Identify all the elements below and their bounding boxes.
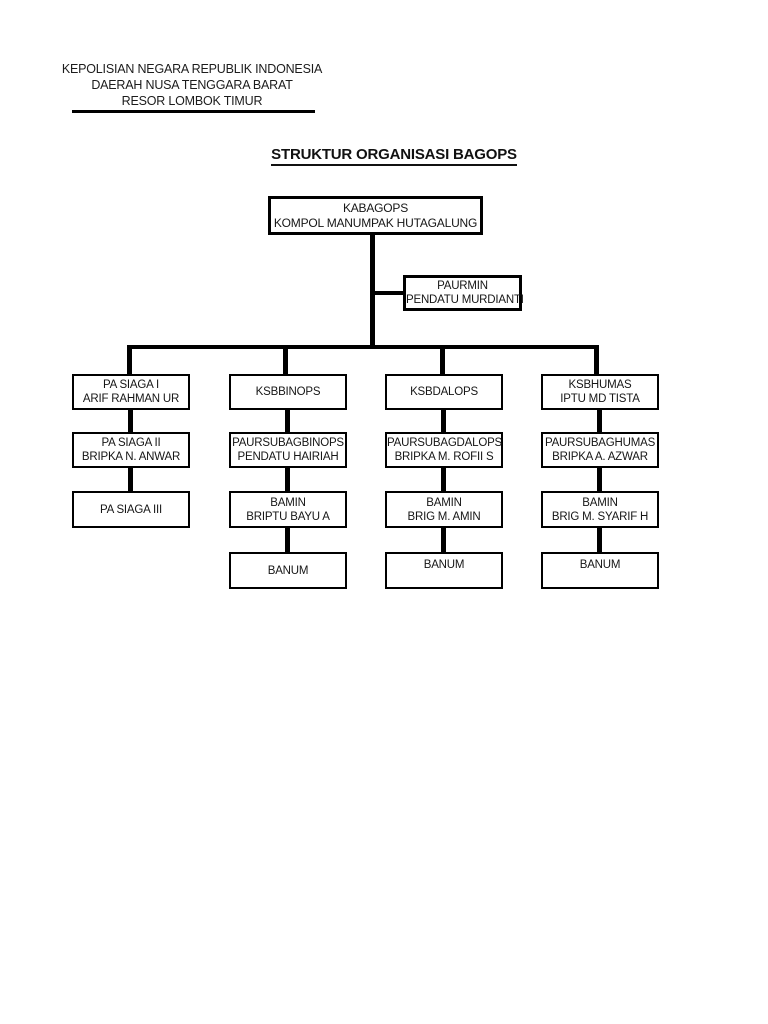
- org-node-ksbhumas: KSBHUMAS IPTU MD TISTA: [541, 374, 659, 410]
- letterhead-line-3: RESOR LOMBOK TIMUR: [121, 94, 263, 108]
- trunk-line: [370, 234, 375, 347]
- org-node-title: PA SIAGA II: [101, 437, 161, 449]
- org-node-title: BANUM: [579, 559, 621, 571]
- column-4-connector-c: [597, 527, 602, 553]
- page-title-text: STRUKTUR ORGANISASI BAGOPS: [271, 146, 517, 166]
- org-node-pa-siaga-2: PA SIAGA II BRIPKA N. ANWAR: [72, 432, 190, 468]
- column-2-stub-line: [283, 347, 288, 374]
- org-node-title: PA SIAGA I: [103, 379, 159, 391]
- column-4-stub-line: [594, 347, 599, 374]
- org-node-title: PA SIAGA III: [100, 503, 162, 516]
- org-node-pa-siaga-1: PA SIAGA I ARIF RAHMAN UR: [72, 374, 190, 410]
- org-node-paurmin: PAURMIN PENDATU MURDIANTI: [403, 275, 524, 311]
- letterhead-line-1: KEPOLISIAN NEGARA REPUBLIK INDONESIA: [61, 62, 323, 76]
- org-node-person: BRIPKA M. ROFII S: [394, 451, 494, 463]
- org-node-person: BRIPKA N. ANWAR: [81, 451, 181, 463]
- org-node-bamin-humas: BAMIN BRIG M. SYARIF H: [541, 491, 659, 528]
- distribution-line: [127, 345, 599, 349]
- paurmin-connector-line: [373, 291, 403, 295]
- column-1-stub-line: [127, 347, 132, 374]
- org-node-title: BANUM: [423, 559, 465, 571]
- column-1-connector-b: [128, 467, 133, 492]
- column-3-connector-a: [441, 409, 446, 433]
- org-node-paursubagbinops: PAURSUBAGBINOPS PENDATU HAIRIAH: [229, 432, 347, 468]
- org-node-paursubaghumas: PAURSUBAGHUMAS BRIPKA A. AZWAR: [541, 432, 659, 468]
- org-node-kabagops: KABAGOPS KOMPOL MANUMPAK HUTAGALUNG: [268, 196, 483, 235]
- letterhead: KEPOLISIAN NEGARA REPUBLIK INDONESIA DAE…: [40, 61, 344, 109]
- column-4-connector-a: [597, 409, 602, 433]
- page-title: STRUKTUR ORGANISASI BAGOPS: [0, 146, 768, 166]
- letterhead-line-2: DAERAH NUSA TENGGARA BARAT: [91, 78, 293, 92]
- column-3-stub-line: [440, 347, 445, 374]
- org-node-banum-humas: BANUM: [541, 552, 659, 589]
- org-node-bamin-binops: BAMIN BRIPTU BAYU A: [229, 491, 347, 528]
- column-2-connector-a: [285, 409, 290, 433]
- org-node-ksbbinops: KSBBINOPS: [229, 374, 347, 410]
- org-node-title: BAMIN: [426, 496, 462, 509]
- org-node-paursubagdalops: PAURSUBAGDALOPS BRIPKA M. ROFII S: [385, 432, 503, 468]
- org-node-title: PAURMIN: [437, 280, 488, 292]
- org-node-title: KSBBINOPS: [255, 386, 321, 398]
- column-2-connector-c: [285, 527, 290, 553]
- org-node-title: KSBDALOPS: [410, 386, 478, 398]
- org-node-pa-siaga-3: PA SIAGA III: [72, 491, 190, 528]
- org-node-person: PENDATU MURDIANTI: [406, 294, 524, 306]
- org-node-title: BAMIN: [582, 496, 618, 509]
- org-node-person: BRIG M. SYARIF H: [551, 510, 649, 523]
- org-node-title: BANUM: [267, 564, 309, 577]
- org-node-ksbdalops: KSBDALOPS: [385, 374, 503, 410]
- org-node-person: PENDATU HAIRIAH: [237, 451, 339, 463]
- org-node-person: IPTU MD TISTA: [560, 393, 640, 405]
- column-3-connector-c: [441, 527, 446, 553]
- column-2-connector-b: [285, 467, 290, 492]
- org-node-person: BRIG M. AMIN: [407, 510, 481, 523]
- column-1-connector-a: [128, 409, 133, 433]
- column-4-connector-b: [597, 467, 602, 492]
- org-node-person: KOMPOL MANUMPAK HUTAGALUNG: [273, 215, 478, 230]
- org-node-bamin-dalops: BAMIN BRIG M. AMIN: [385, 491, 503, 528]
- org-node-person: BRIPTU BAYU A: [246, 510, 330, 523]
- org-node-title: KABAGOPS: [342, 200, 409, 215]
- org-node-title: KSBHUMAS: [568, 379, 632, 391]
- org-node-title: PAURSUBAGDALOPS: [387, 437, 503, 449]
- org-node-banum-binops: BANUM: [229, 552, 347, 589]
- org-node-title: BAMIN: [270, 496, 306, 509]
- org-node-banum-dalops: BANUM: [385, 552, 503, 589]
- org-node-person: BRIPKA A. AZWAR: [552, 451, 648, 463]
- org-node-title: PAURSUBAGHUMAS: [544, 437, 656, 449]
- org-node-person: ARIF RAHMAN UR: [82, 393, 180, 405]
- column-3-connector-b: [441, 467, 446, 492]
- letterhead-rule: [72, 110, 315, 113]
- org-node-title: PAURSUBAGBINOPS: [232, 437, 344, 449]
